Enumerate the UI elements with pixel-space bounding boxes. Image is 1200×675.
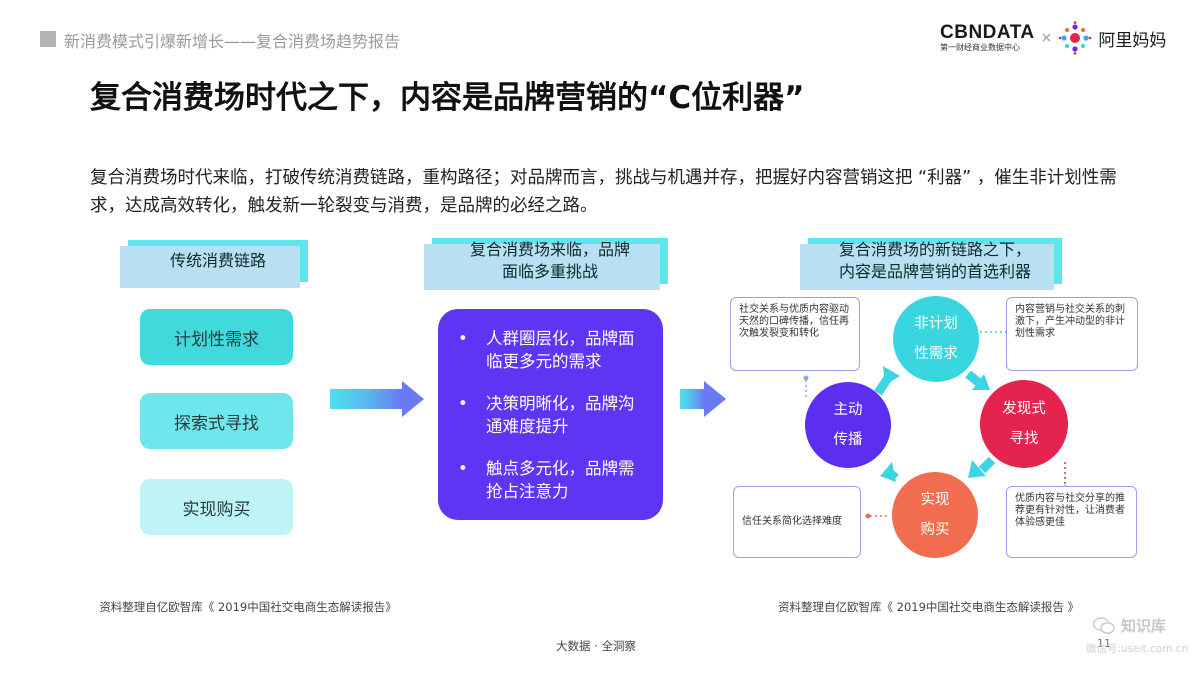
challenge-bullet: 触点多元化，品牌需抢占注意力 <box>458 457 647 503</box>
challenge-header-line1: 复合消费场来临，品牌 <box>469 240 630 259</box>
cycle-connectors <box>803 329 1068 519</box>
circle-label-line1: 发现式 <box>1002 401 1046 417</box>
cbndata-logo-sub: 第一财经商业数据中心 <box>940 43 1020 52</box>
note-trust-simplifies: 信任关系简化选择难度 <box>733 486 861 558</box>
note-text: 社交关系与优质内容驱动天然的口碑传播，信任再次触发裂变和转化 <box>739 304 849 339</box>
step-label: 计划性需求 <box>174 329 259 350</box>
page-number: 11 <box>1097 637 1111 650</box>
challenge-header-line2: 面临多重挑战 <box>501 262 598 281</box>
note-text: 信任关系简化选择难度 <box>742 516 842 527</box>
challenge-bullet: 决策明晰化，品牌沟通难度提升 <box>458 392 647 438</box>
new-chain-header-line1: 复合消费场的新链路之下， <box>838 240 1031 259</box>
cycle-arrow-head <box>972 374 990 390</box>
source-right: 资料整理自亿欧智库《 2019中国社交电商生态解读报告 》 <box>778 600 1080 614</box>
circle-label-line2: 寻找 <box>1009 431 1039 447</box>
cycle-arrow-head <box>883 366 900 385</box>
cycle-arrow-head <box>880 462 896 482</box>
source-left: 资料整理自亿欧智库《 2019中国社交电商生态解读报告》 <box>99 600 397 614</box>
circle-label-line1: 实现 <box>920 492 950 508</box>
zhishiku-text: 知识库 <box>1121 617 1167 635</box>
brand-logos: CBNDATA 第一财经商业数据中心 × 阿里妈妈 <box>940 18 1166 58</box>
circle-discovery-search: 发现式 寻找 <box>980 380 1068 468</box>
report-title: 新消费模式引爆新增长——复合消费场趋势报告 <box>64 32 401 51</box>
traditional-chain-header: 传统消费链路 <box>128 240 308 282</box>
alimama-logo-text: 阿里妈妈 <box>1098 30 1167 51</box>
challenge-header: 复合消费场来临，品牌 面临多重挑战 <box>432 238 668 284</box>
circle-purchase: 实现 购买 <box>892 472 978 558</box>
intro-paragraph: 复合消费场时代来临，打破传统消费链路，重构路径；对品牌而言，挑战与机遇并存，把握… <box>90 168 1117 216</box>
cycle-arrow <box>965 370 981 386</box>
note-text: 优质内容与社交分享的推荐更有针对性，让消费者体验感更佳 <box>1015 493 1125 528</box>
cycle-arrow <box>978 456 996 474</box>
note-text: 内容营销与社交关系的刺激下，产生冲动型的非计划性需求 <box>1015 304 1125 339</box>
challenge-card: 人群圈层化，品牌面临更多元的需求 决策明晰化，品牌沟通难度提升 触点多元化，品牌… <box>438 309 663 520</box>
alimama-dots-icon <box>1059 21 1092 55</box>
note-word-of-mouth: 社交关系与优质内容驱动天然的口碑传播，信任再次触发裂变和转化 <box>730 297 860 371</box>
step-purchase: 实现购买 <box>140 479 293 535</box>
step-label: 实现购买 <box>182 499 251 520</box>
circle-label-line1: 非计划 <box>914 316 958 332</box>
circle-label-line2: 购买 <box>920 522 950 538</box>
flow-arrow-2 <box>680 381 726 417</box>
note-targeted-recommendation: 优质内容与社交分享的推荐更有针对性，让消费者体验感更佳 <box>1006 486 1137 558</box>
challenge-bullet: 人群圈层化，品牌面临更多元的需求 <box>458 327 647 373</box>
new-chain-header: 复合消费场的新链路之下， 内容是品牌营销的首选利器 <box>808 238 1062 284</box>
header-square <box>40 31 56 47</box>
circle-active-spread: 主动 传播 <box>805 382 891 468</box>
traditional-chain-header-text: 传统消费链路 <box>169 251 266 270</box>
circle-unplanned-demand: 非计划 性需求 <box>893 296 979 382</box>
footer-tagline: 大数据 · 全洞察 <box>556 639 636 653</box>
zhishiku-url: 微信号:useit.com.cn <box>1086 643 1189 655</box>
step-planned-demand: 计划性需求 <box>140 309 293 365</box>
zhishiku-watermark: 知识库 <box>1093 615 1166 636</box>
flow-arrow-1 <box>330 381 424 417</box>
circle-label-line1: 主动 <box>833 402 863 418</box>
step-exploratory-search: 探索式寻找 <box>140 393 293 449</box>
cycle-arrow-head <box>968 460 986 478</box>
times-sign: × <box>1040 30 1053 46</box>
circle-label-line2: 传播 <box>833 432 863 448</box>
new-chain-header-line2: 内容是品牌营销的首选利器 <box>838 262 1031 281</box>
cbndata-logo-text: CBNDATA <box>940 22 1035 43</box>
note-impulse-demand: 内容营销与社交关系的刺激下，产生冲动型的非计划性需求 <box>1006 297 1138 371</box>
wechat-icon <box>1093 616 1115 634</box>
slide-title: 复合消费场时代之下，内容是品牌营销的“C位利器” <box>90 80 805 116</box>
circle-label-line2: 性需求 <box>914 346 958 362</box>
step-label: 探索式寻找 <box>174 413 259 434</box>
cbndata-logo: CBNDATA 第一财经商业数据中心 <box>940 23 1035 53</box>
